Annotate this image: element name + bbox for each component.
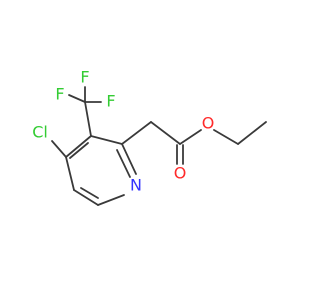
carbonyl-oxygen-label: O bbox=[174, 164, 187, 183]
bond-ring-c3-c4 bbox=[65, 135, 92, 158]
fluorine-left-label: F bbox=[55, 85, 64, 104]
bond-ethyl bbox=[237, 121, 267, 145]
molecule-diagram: F F F Cl N O O bbox=[32, 68, 267, 206]
bond-ring-c5-c6-inner bbox=[80, 187, 99, 199]
bond-ring-n-c2-inner bbox=[116, 149, 131, 178]
ester-oxygen-label: O bbox=[202, 114, 215, 133]
bond-ring-c6-n bbox=[97, 194, 125, 206]
bond-ring-c2-c3 bbox=[90, 135, 123, 145]
bond-oester-ch2 bbox=[213, 129, 239, 145]
bond-ring-c4-c4-inner bbox=[69, 142, 89, 159]
bond-c2-ch2 bbox=[121, 121, 152, 145]
bond-ring-c4-c5 bbox=[65, 156, 75, 191]
structure-canvas: F F F Cl N O O bbox=[32, 68, 267, 206]
chlorine-label: Cl bbox=[32, 123, 48, 142]
nitrogen-label: N bbox=[130, 176, 142, 195]
fluorine-top-label: F bbox=[80, 68, 89, 87]
bond-carbonyl-oester bbox=[179, 129, 202, 145]
bond-c-f-left bbox=[68, 94, 86, 103]
bond-cf3-ring bbox=[84, 101, 92, 137]
bond-ring-c5-c6 bbox=[73, 189, 99, 206]
bond-c-cl bbox=[51, 140, 67, 158]
fluorine-right-label: F bbox=[106, 92, 115, 111]
bond-ring-n-c2 bbox=[121, 143, 137, 175]
bond-ch2-carbonyl bbox=[150, 121, 181, 145]
